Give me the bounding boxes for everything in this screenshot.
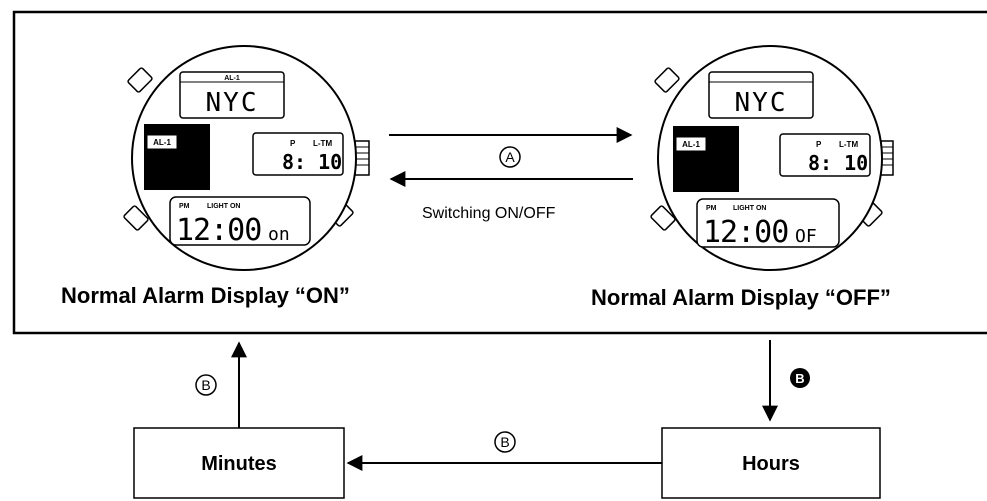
main-panel-border: [12, 10, 987, 335]
marker-a: A: [499, 146, 521, 168]
minutes-box: [133, 427, 345, 499]
bottom-display-suffix: on: [268, 224, 290, 245]
bottom-display-suffix: OF: [795, 226, 817, 247]
caption-on: Normal Alarm Display “ON”: [61, 283, 350, 308]
alarm-badge-text: AL-1: [682, 140, 700, 149]
watch-button-bottom-left: [123, 205, 149, 231]
marker-b-bottom: B: [790, 368, 810, 388]
bottom-display-light: LIGHT ON: [207, 203, 240, 210]
caption-off: Normal Alarm Display “OFF”: [591, 285, 891, 310]
alarm-indicator: AL-1: [673, 126, 739, 192]
right-display-p: P: [816, 140, 822, 149]
alarm-indicator: AL-1: [144, 124, 210, 190]
right-display-ltm: L-TM: [313, 139, 332, 148]
bottom-display-light: LIGHT ON: [733, 205, 766, 212]
watch-on: AL-1 NYC AL-1 P L-TM 8: 10 PM LIGHT ON 1…: [123, 45, 370, 271]
bottom-display: PM LIGHT ON 12:00 OF: [696, 198, 840, 250]
marker-b-right: B: [494, 431, 516, 453]
minutes-label: Minutes: [201, 453, 277, 475]
bottom-display-pm: PM: [179, 203, 190, 210]
marker-a-letter: A: [505, 149, 515, 165]
marker-b-left-letter: B: [201, 377, 210, 393]
watch-off: NYC AL-1 P L-TM 8: 10 PM LIGHT ON 12:00 …: [650, 45, 894, 271]
marker-b-right-letter: B: [500, 434, 509, 450]
right-display-ltm: L-TM: [839, 140, 858, 149]
watch-button-top-left: [654, 67, 680, 93]
bottom-display-time: 12:00: [176, 213, 261, 248]
top-display: AL-1 NYC: [179, 71, 285, 119]
watch-crown: [354, 140, 370, 176]
bottom-display: PM LIGHT ON 12:00 on: [169, 196, 311, 248]
hours-label: Hours: [742, 453, 800, 475]
watch-button-bottom-left: [650, 205, 676, 231]
city-text: NYC: [206, 88, 259, 118]
watch-button-top-left: [127, 67, 153, 93]
marker-b-bottom-letter: B: [795, 371, 804, 386]
right-display-time: 8: 10: [808, 151, 868, 175]
top-display: NYC: [708, 71, 814, 119]
right-display: P L-TM 8: 10: [779, 133, 871, 177]
alarm-badge-text: AL-1: [153, 138, 171, 147]
bottom-display-time: 12:00: [703, 215, 788, 250]
marker-b-left: B: [195, 374, 217, 396]
switching-label: Switching ON/OFF: [422, 205, 556, 222]
right-display-time: 8: 10: [282, 150, 342, 174]
city-text: NYC: [735, 88, 788, 118]
right-display-p: P: [290, 139, 296, 148]
right-display: P L-TM 8: 10: [252, 132, 344, 176]
bottom-display-pm: PM: [706, 205, 717, 212]
top-display-label: AL-1: [224, 75, 240, 82]
